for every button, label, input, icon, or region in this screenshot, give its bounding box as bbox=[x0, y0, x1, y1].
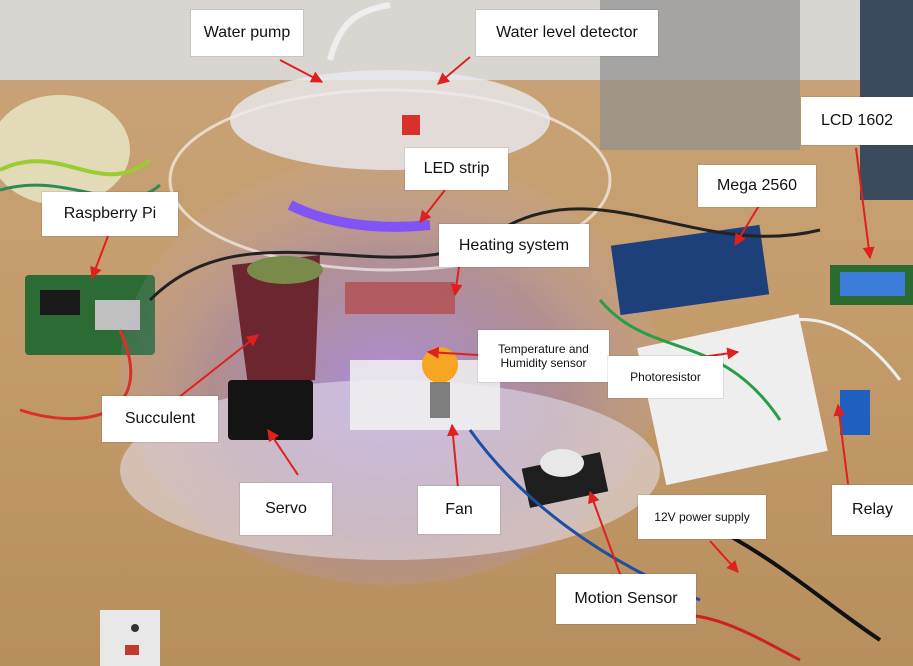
right-breadboard bbox=[637, 313, 828, 486]
label-temp-line-2: Humidity sensor bbox=[500, 356, 587, 370]
label-raspberry-pi: Raspberry Pi bbox=[42, 192, 178, 236]
relay-module bbox=[840, 390, 870, 435]
label-heating-system: Heating system bbox=[439, 224, 589, 267]
label-mega-2560: Mega 2560 bbox=[698, 165, 816, 207]
label-temperature-humidity-sensor: Temperature and Humidity sensor bbox=[478, 330, 609, 382]
mega-board bbox=[610, 224, 770, 316]
label-water-pump: Water pump bbox=[191, 10, 303, 56]
heating-pads bbox=[345, 282, 455, 314]
label-lcd-1602: LCD 1602 bbox=[801, 97, 913, 145]
label-servo: Servo bbox=[240, 483, 332, 535]
reservoir-top bbox=[230, 70, 550, 170]
succulent-pot bbox=[232, 255, 320, 385]
label-water-level-detector: Water level detector bbox=[476, 10, 658, 56]
label-photoresistor: Photoresistor bbox=[608, 356, 723, 398]
callout-arrows bbox=[90, 56, 875, 575]
label-succulent: Succulent bbox=[102, 396, 218, 442]
label-temp-line-1: Temperature and bbox=[498, 341, 589, 356]
label-led-strip: LED strip bbox=[405, 148, 508, 190]
label-12v-power-supply: 12V power supply bbox=[638, 495, 766, 539]
led-strip-body bbox=[287, 200, 431, 232]
power-strip bbox=[100, 610, 160, 666]
servo-body bbox=[228, 380, 313, 440]
wire-bundle bbox=[0, 95, 130, 205]
label-motion-sensor: Motion Sensor bbox=[556, 574, 696, 624]
label-relay: Relay bbox=[832, 485, 913, 535]
label-fan: Fan bbox=[418, 486, 500, 534]
